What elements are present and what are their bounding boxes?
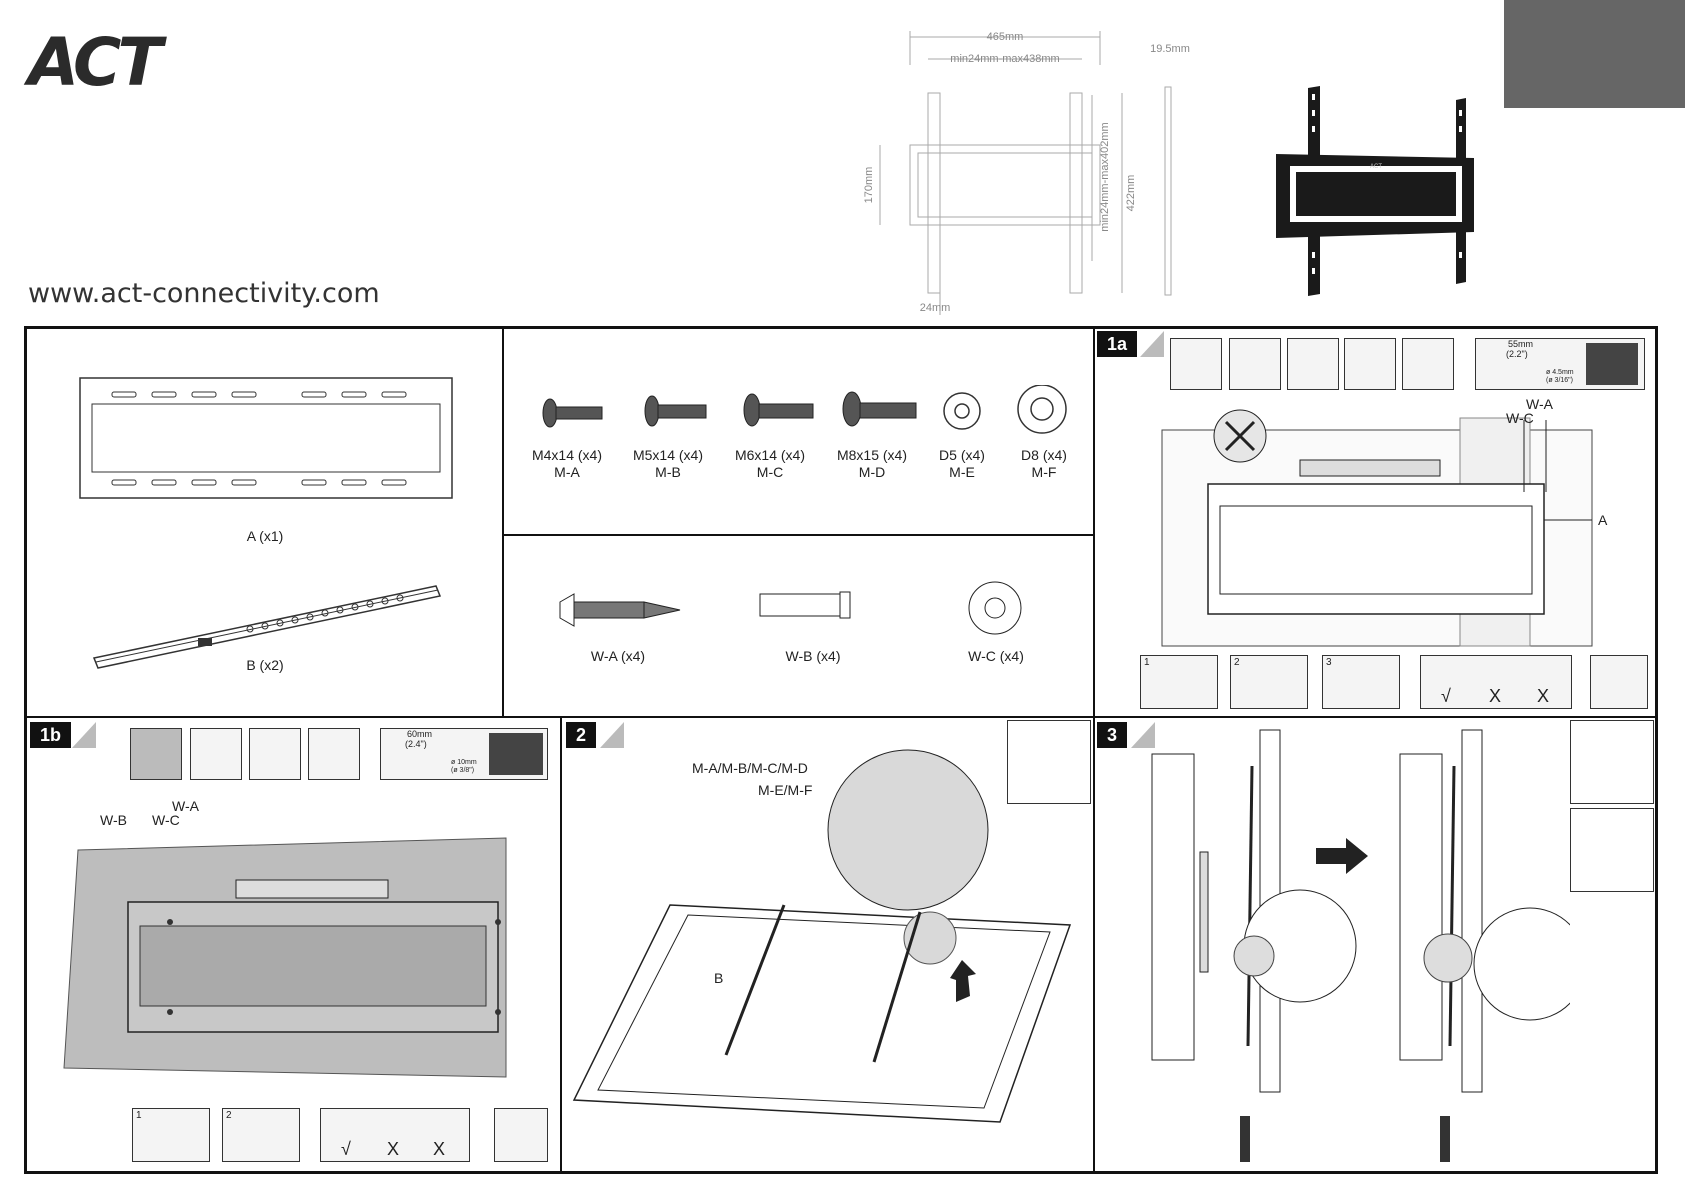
step-1b-sub-1: 1 bbox=[132, 1108, 210, 1162]
step-2-label-washers: M-E/M-F bbox=[758, 782, 813, 798]
step-3-badge-tab bbox=[1131, 722, 1155, 748]
instructions-frame bbox=[24, 326, 1658, 1174]
rail-b-drawing bbox=[92, 585, 442, 669]
tool-concrete-icon bbox=[130, 728, 182, 780]
step-1a-level-check: √ X X bbox=[1420, 655, 1572, 709]
tool-drill-icon bbox=[308, 728, 360, 780]
drill-depth-panel: 55mm (2.2") ø 4.5mm (ø 3/16") bbox=[1475, 338, 1645, 390]
step-1b-level-check: √ X X bbox=[320, 1108, 470, 1162]
dim-width-range: min24mm-max438mm bbox=[950, 53, 1059, 65]
screw-mc-label: M6x14 (x4)M-C bbox=[734, 447, 806, 480]
washer-me-label: D5 (x4)M-E bbox=[939, 447, 985, 480]
screw-mb-label: M5x14 (x4)M-B bbox=[632, 447, 704, 480]
screws-drawing bbox=[542, 385, 1067, 434]
wall-fixings-drawing bbox=[559, 581, 1022, 635]
divider-v3 bbox=[560, 717, 562, 1173]
screwdriver-icon bbox=[1007, 720, 1091, 804]
dim-depth: 19.5mm bbox=[1150, 43, 1190, 55]
step-1a-label-wa: W-A bbox=[1526, 396, 1553, 412]
step-1b-drill-icon bbox=[494, 1108, 548, 1162]
wall-wa-label: W-A (x4) bbox=[590, 648, 646, 664]
step-1b-wall-diagram bbox=[63, 837, 507, 1078]
tool-pencil-icon bbox=[249, 728, 301, 780]
bracket-product-image: ACT bbox=[1276, 86, 1474, 296]
step-1a-sub-3: 3 bbox=[1322, 655, 1400, 709]
wall-plate-a-drawing bbox=[79, 377, 453, 499]
dim-height-range: min24mm-max402mm bbox=[1099, 122, 1111, 231]
washer-mf-label: D8 (x4)M-F bbox=[1021, 447, 1067, 480]
wall-wb-label: W-B (x4) bbox=[785, 648, 841, 664]
dim-height-left: 170mm bbox=[863, 167, 875, 204]
screwdriver-icon bbox=[1570, 720, 1654, 804]
step-1a-wall-diagram bbox=[1161, 409, 1593, 647]
step-1a-label-a: A bbox=[1598, 512, 1608, 528]
dim-width-total: 465mm bbox=[987, 31, 1024, 43]
tool-wood-panel-icon bbox=[1170, 338, 1222, 390]
tool-level-icon bbox=[190, 728, 242, 780]
step-1b-label-wb: W-B bbox=[100, 812, 127, 828]
bracket-logo: ACT bbox=[1370, 164, 1382, 170]
screw-ma-label: M4x14 (x4)M-A bbox=[531, 447, 603, 480]
step-2-label-b: B bbox=[714, 970, 724, 986]
act-logo: ACT bbox=[28, 24, 163, 101]
corner-grey-block bbox=[1504, 0, 1685, 108]
step-2-tv-diagram bbox=[572, 749, 1072, 1123]
divider-v2 bbox=[1093, 327, 1095, 1173]
step-1b-label-wa: W-A bbox=[172, 798, 199, 814]
tool-stud-finder-icon bbox=[1229, 338, 1281, 390]
step-1b-badge-tab bbox=[72, 722, 96, 748]
step-1b-sub-2: 2 bbox=[222, 1108, 300, 1162]
step-1a-badge-tab bbox=[1140, 331, 1164, 357]
step-1a-sub-2: 2 bbox=[1230, 655, 1308, 709]
dim-height-total: 422mm bbox=[1125, 175, 1137, 212]
wall-wc-label: W-C (x4) bbox=[968, 648, 1024, 664]
step-3-hang-diagram bbox=[1151, 729, 1570, 1162]
dim-bottom: 24mm bbox=[920, 302, 951, 314]
divider-h-mid bbox=[25, 716, 1657, 718]
divider-h-parts bbox=[503, 534, 1093, 536]
step-1a-drill-icon bbox=[1590, 655, 1648, 709]
tool-pencil-icon bbox=[1344, 338, 1396, 390]
step-2-badge-tab bbox=[600, 722, 624, 748]
part-b-label: B (x2) bbox=[246, 657, 284, 673]
website-url[interactable]: www.act-connectivity.com bbox=[28, 278, 380, 309]
drill-depth-panel-1b: 60mm (2.4") ø 10mm (ø 3/8") bbox=[380, 728, 548, 780]
step-2-badge: 2 bbox=[566, 722, 597, 748]
step-1a-sub-1: 1 bbox=[1140, 655, 1218, 709]
step-3-badge: 3 bbox=[1097, 722, 1128, 748]
step-1a-badge: 1a bbox=[1097, 331, 1138, 357]
step-1a-label-wc: W-C bbox=[1506, 410, 1534, 426]
step-1b-badge: 1b bbox=[30, 722, 72, 748]
dimension-drawing: 465mm min24mm-max438mm 19.5mm 170mm min2… bbox=[863, 31, 1190, 315]
tool-level-icon bbox=[1287, 338, 1339, 390]
divider-v1 bbox=[502, 327, 504, 717]
step-1b-label-wc: W-C bbox=[152, 812, 180, 828]
two-person-lift-icon bbox=[1570, 808, 1654, 892]
part-a-label: A (x1) bbox=[246, 528, 284, 544]
tool-drill-icon bbox=[1402, 338, 1454, 390]
screw-md-label: M8x15 (x4)M-D bbox=[836, 447, 908, 480]
step-2-label-screws: M-A/M-B/M-C/M-D bbox=[692, 760, 808, 776]
